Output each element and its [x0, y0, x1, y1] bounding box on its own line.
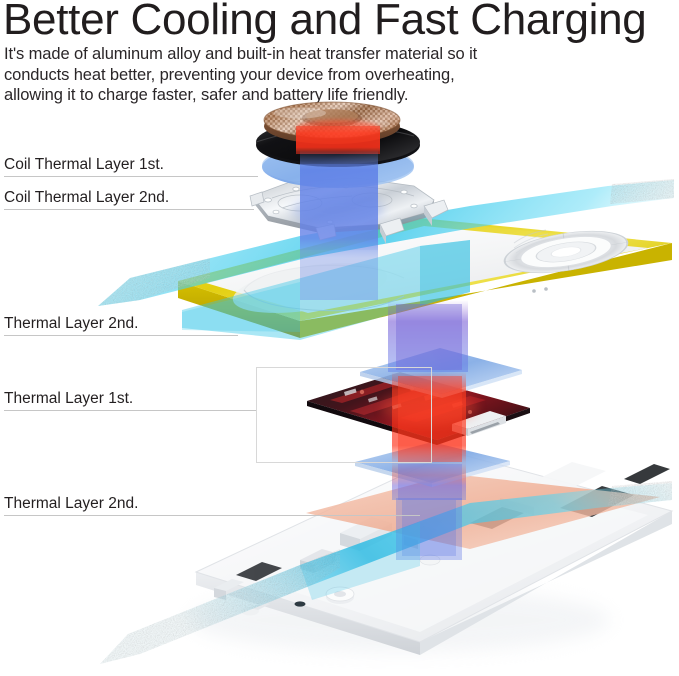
description-line-1: It's made of aluminum alloy and built-in…	[4, 45, 478, 63]
callout-label-coil-thermal-layer-2nd: Coil Thermal Layer 2nd.	[4, 189, 170, 206]
callout-coil-thermal-layer-1st: Coil Thermal Layer 1st.	[4, 156, 304, 182]
callout-label-thermal-layer-2nd-upper: Thermal Layer 2nd.	[4, 315, 139, 332]
callout-highlight-box	[256, 367, 432, 463]
callout-label-coil-thermal-layer-1st: Coil Thermal Layer 1st.	[4, 156, 164, 173]
callout-thermal-layer-2nd-lower: Thermal Layer 2nd.	[4, 495, 434, 521]
page-title: Better Cooling and Fast Charging	[3, 0, 647, 44]
cyan-airflow-ribbons-front	[182, 282, 420, 600]
callout-leader-line	[4, 209, 254, 210]
page-description: It's made of aluminum alloy and built-in…	[4, 44, 604, 106]
cyan-airflow-ribbons-lower	[100, 481, 672, 664]
callout-label-thermal-layer-1st: Thermal Layer 1st.	[4, 390, 134, 407]
callout-leader-line	[4, 410, 256, 411]
description-line-3: allowing it to charge faster, safer and …	[4, 86, 409, 104]
vertical-heat-flow-beam	[292, 120, 478, 560]
callout-thermal-layer-1st: Thermal Layer 1st.	[4, 390, 304, 416]
description-line-2: conducts heat better, preventing your de…	[4, 65, 455, 84]
callout-coil-thermal-layer-2nd: Coil Thermal Layer 2nd.	[4, 189, 304, 215]
callout-label-thermal-layer-2nd-lower: Thermal Layer 2nd.	[4, 495, 139, 512]
callout-leader-line	[4, 176, 258, 177]
callout-thermal-layer-2nd-upper: Thermal Layer 2nd.	[4, 315, 304, 341]
callout-leader-line	[4, 335, 238, 336]
callout-leader-line	[4, 515, 420, 516]
